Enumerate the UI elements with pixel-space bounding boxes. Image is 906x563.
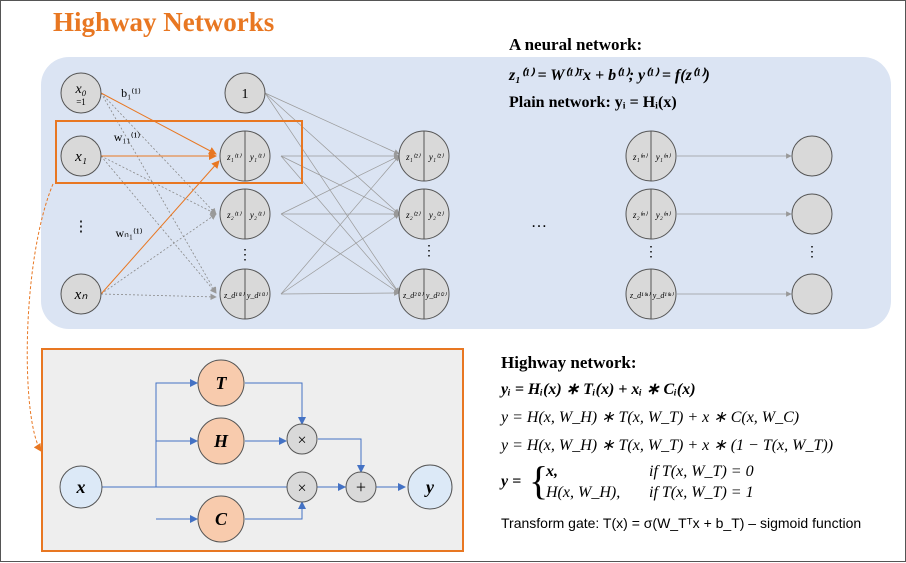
neural-equation: z₁⁽¹⁾ = W⁽¹⁾ᵀx + b⁽¹⁾; y⁽¹⁾ = f(z⁽¹⁾) — [509, 67, 710, 84]
ln-dots: ⋮ — [644, 245, 658, 260]
y-output-label: y — [424, 477, 435, 497]
l2-n2-y: y₂⁽²⁾ — [428, 210, 444, 220]
c-gate-node — [197, 495, 245, 543]
case1-condition: if T(x, W_T) = 0 — [649, 463, 754, 480]
h-gate-node — [197, 417, 245, 465]
input-dots: ⋮ — [74, 219, 89, 235]
l2-n2-z: z₂⁽²⁾ — [405, 210, 421, 220]
x0-label: x₀ — [74, 82, 86, 97]
hidden-connections — [264, 92, 792, 297]
case2-condition: if T(x, W_T) = 1 — [649, 484, 754, 501]
l1-n2-y: y₂⁽¹⁾ — [249, 210, 265, 220]
y-output-node — [407, 464, 453, 510]
highway-heading: Highway network: — [501, 353, 637, 372]
l2-dots: ⋮ — [422, 244, 436, 259]
x-input-label: x — [76, 477, 86, 497]
l1-n3-z: z_d¹⁽¹⁾ — [223, 291, 245, 300]
bias-node-label: 1 — [242, 87, 249, 102]
l2-n1-y: y₁⁽²⁾ — [428, 152, 444, 162]
weight-w11: w₁₁⁽¹⁾ — [114, 130, 141, 144]
l1-n2-z: z₂⁽¹⁾ — [226, 210, 242, 220]
layer-ellipsis: … — [531, 214, 547, 231]
l2-n1-z: z₁⁽²⁾ — [405, 152, 421, 162]
multiply-node-top — [286, 423, 318, 455]
highway-block-panel — [41, 348, 464, 552]
case2-value: H(x, W_H), — [546, 484, 621, 501]
ln-n1-z: z₁⁽ⁿ⁾ — [632, 152, 648, 162]
multiply-top-label: × — [297, 432, 306, 449]
case-lhs: y = — [501, 473, 522, 490]
output-nodes — [791, 135, 833, 315]
highway-eq1: yᵢ = Hᵢ(x) ∗ Tᵢ(x) + xᵢ ∗ Cᵢ(x) — [501, 381, 696, 398]
neural-network-panel — [41, 57, 891, 329]
weight-wn1: wₙ₁⁽¹⁾ — [115, 226, 142, 240]
l2-n3-y: y_d²⁽²⁾ — [425, 291, 447, 300]
plain-network-equation: Plain network: yᵢ = Hᵢ(x) — [509, 94, 677, 111]
xn-label: xₙ — [74, 287, 89, 303]
l1-n3-y: y_d¹⁽¹⁾ — [246, 291, 268, 300]
plus-node — [345, 471, 377, 503]
case1-value: x, — [546, 463, 558, 480]
x1-label: x₁ — [74, 149, 87, 165]
plus-label: + — [356, 477, 366, 497]
multiply-node-bottom — [286, 471, 318, 503]
l1-dots: ⋮ — [238, 248, 252, 263]
input-nodes — [60, 72, 102, 315]
neural-heading: A neural network: — [509, 35, 643, 54]
h-gate-label: H — [213, 431, 229, 451]
bias-node — [224, 72, 266, 114]
ln-n3-y: y_d¹⁽ⁿ⁾ — [652, 291, 674, 300]
transform-gate-text: Transform gate: T(x) = σ(W_Tᵀx + b_T) – … — [501, 515, 862, 531]
l1-n1-y: y₁⁽¹⁾ — [249, 152, 265, 162]
l1-n1-z: z₁⁽¹⁾ — [226, 152, 242, 162]
page-title: Highway Networks — [53, 7, 275, 37]
x-input-node — [59, 465, 103, 509]
l2-n3-z: z_d²⁽²⁾ — [402, 291, 424, 300]
input-connections — [100, 92, 217, 301]
ln-n3-z: z_d¹⁽ⁿ⁾ — [629, 291, 651, 300]
x0-eq-label: =1 — [76, 97, 86, 107]
ln-n1-y: y₁⁽ⁿ⁾ — [655, 152, 671, 162]
c-gate-label: C — [215, 509, 228, 529]
out-dots: ⋮ — [805, 245, 819, 260]
weight-b1: b₁⁽¹⁾ — [121, 86, 141, 100]
case-brace: { — [529, 458, 549, 503]
t-gate-node — [197, 359, 245, 407]
highway-eq3: y = H(x, W_H) ∗ T(x, W_T) + x ∗ (1 − T(x… — [501, 437, 834, 454]
ln-n2-y: y₂⁽ⁿ⁾ — [655, 210, 671, 220]
multiply-bottom-label: × — [297, 480, 306, 497]
split-nodes — [219, 130, 677, 320]
ln-n2-z: z₂⁽ⁿ⁾ — [632, 210, 648, 220]
highlight-box — [55, 120, 303, 184]
t-gate-label: T — [216, 373, 228, 393]
highway-eq2: y = H(x, W_H) ∗ T(x, W_T) + x ∗ C(x, W_C… — [501, 409, 800, 426]
